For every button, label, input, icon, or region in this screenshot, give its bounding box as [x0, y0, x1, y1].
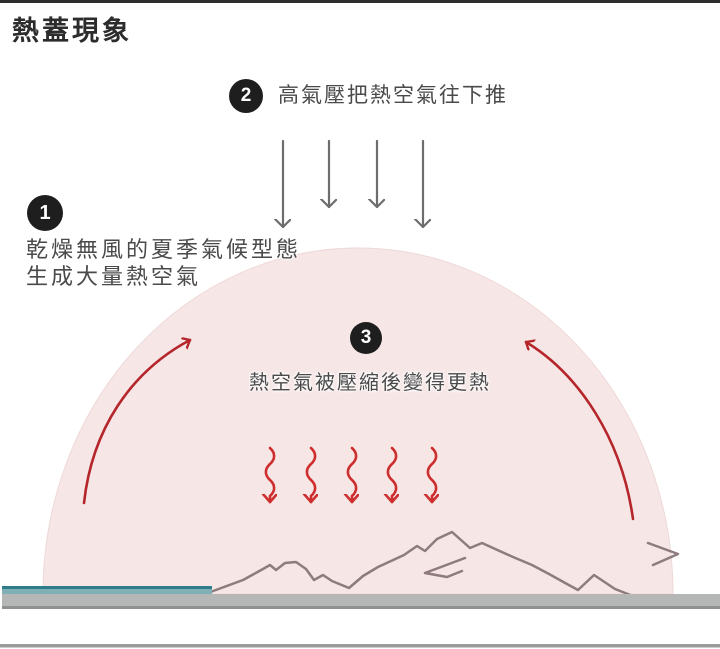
step-2-number: 2 [240, 85, 252, 106]
pressure-down-arrows-icon [283, 139, 423, 229]
rising-air-arrow-left-icon [82, 340, 192, 505]
step-2-badge: 2 [229, 79, 263, 113]
step-1-label-line1: 乾燥無風的夏季氣候型態 [26, 237, 302, 262]
water-strip-icon [2, 586, 212, 594]
top-border-line [0, 0, 720, 3]
rising-air-arrow-right-icon [524, 342, 635, 521]
ground-bar [2, 594, 720, 606]
step-3-number: 3 [360, 327, 372, 348]
step-1-label-line2: 生成大量熱空氣 [26, 264, 202, 289]
page-title: 熱蓋現象 [12, 16, 132, 46]
step-1-label: 乾燥無風的夏季氣候型態 生成大量熱空氣 [26, 236, 301, 290]
step-2-label: 高氣壓把熱空氣往下推 [278, 84, 508, 107]
ground-shadow-line [2, 606, 720, 609]
step-1-badge: 1 [27, 195, 63, 231]
bottom-border-line [0, 644, 720, 648]
heat-dome-shape [42, 247, 674, 595]
mountain-silhouette-icon [203, 530, 680, 598]
step-3-label: 熱空氣被壓縮後變得更熱 [249, 372, 491, 394]
step-1-number: 1 [39, 201, 51, 224]
step-3-badge: 3 [350, 322, 382, 354]
heat-wave-arrows-icon [266, 446, 436, 504]
